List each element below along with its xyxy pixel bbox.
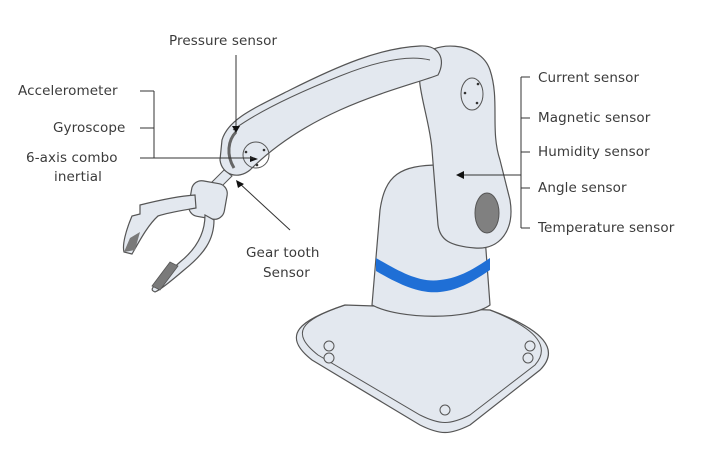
arrowheads bbox=[232, 126, 464, 188]
forearm-link bbox=[219, 45, 442, 176]
base-plate bbox=[295, 304, 550, 434]
gripper bbox=[122, 169, 233, 293]
label-gyroscope: Gyroscope bbox=[53, 120, 126, 136]
label-current-sensor: Current sensor bbox=[538, 70, 640, 86]
label-six-axis-line1: 6-axis combo bbox=[26, 150, 118, 166]
label-gear-tooth-line1: Gear tooth bbox=[246, 245, 320, 261]
label-temperature-sensor: Temperature sensor bbox=[538, 220, 675, 236]
label-pressure-sensor: Pressure sensor bbox=[169, 33, 278, 49]
label-accelerometer: Accelerometer bbox=[18, 83, 118, 99]
label-magnetic-sensor: Magnetic sensor bbox=[538, 110, 651, 126]
leader-lines bbox=[140, 55, 530, 231]
upper-link bbox=[418, 45, 512, 249]
label-angle-sensor: Angle sensor bbox=[538, 180, 627, 196]
label-gear-tooth-line2: Sensor bbox=[263, 265, 310, 281]
label-six-axis-line2: inertial bbox=[54, 169, 103, 185]
label-humidity-sensor: Humidity sensor bbox=[538, 144, 650, 160]
